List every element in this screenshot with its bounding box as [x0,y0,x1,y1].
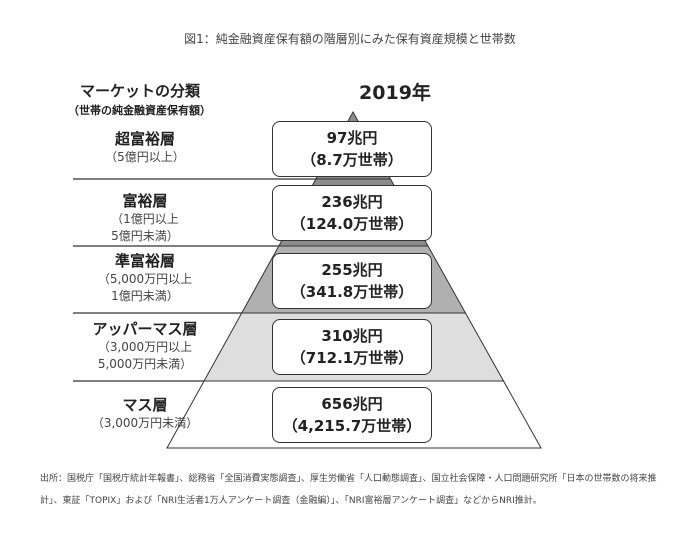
tier-label: マス層 （3,000万円未満） [70,394,220,432]
category-subheader: （世帯の純金融資産保有額） [68,104,211,117]
year-header: 2019年 [359,82,431,104]
tier-value-box: 255兆円 （341.8万世帯） [272,253,432,309]
tier-households: （341.8万世帯） [290,283,414,301]
tier-range: （1億円以上 [111,212,179,226]
tier-value-box: 97兆円 （8.7万世帯） [272,121,432,177]
tier-range: 1億円未満） [111,289,179,303]
tier-value-box: 310兆円 （712.1万世帯） [272,319,432,375]
source-note: 出所：国税庁「国税庁統計年報書」、総務省「全国消費実態調査」、厚生労働省「人口動… [40,474,657,506]
tier-households: （8.7万世帯） [301,151,403,169]
tier-label: アッパーマス層 （3,000万円以上 5,000万円未満） [70,318,220,373]
tier-range: 5,000万円未満） [97,357,193,371]
tier-label: 準富裕層 （5,000万円以上 1億円未満） [70,250,220,305]
figure-title: 図1：純金融資産保有額の階層別にみた保有資産規模と世帯数 [184,32,516,46]
tier-value-box: 236兆円 （124.0万世帯） [272,185,432,241]
tier-name: 超富裕層 [114,130,175,148]
tier-range: （3,000万円未満） [91,416,199,430]
tier-assets: 97兆円 [326,129,378,147]
tier-assets: 656兆円 [321,395,383,413]
tier-name: マス層 [122,396,168,414]
tier-range: （3,000万円以上 [97,340,193,354]
tier-name: 準富裕層 [114,252,175,270]
tier-range: （5億円以上） [105,150,185,164]
tier-assets: 310兆円 [321,327,383,345]
tier-assets: 255兆円 [321,261,383,279]
tier-households: （712.1万世帯） [290,349,414,367]
category-header: マーケットの分類 [80,82,201,100]
tier-households: （124.0万世帯） [290,215,414,233]
tier-name: アッパーマス層 [92,320,198,338]
tier-assets: 236兆円 [321,193,383,211]
tier-range: （5,000万円以上 [97,272,193,286]
tier-name: 富裕層 [122,192,168,210]
tier-value-box: 656兆円 （4,215.7万世帯） [272,387,432,443]
tier-label: 超富裕層 （5億円以上） [70,128,220,166]
tier-label: 富裕層 （1億円以上 5億円未満） [70,190,220,245]
tier-households: （4,215.7万世帯） [282,417,422,435]
tier-range: 5億円未満） [111,229,179,243]
